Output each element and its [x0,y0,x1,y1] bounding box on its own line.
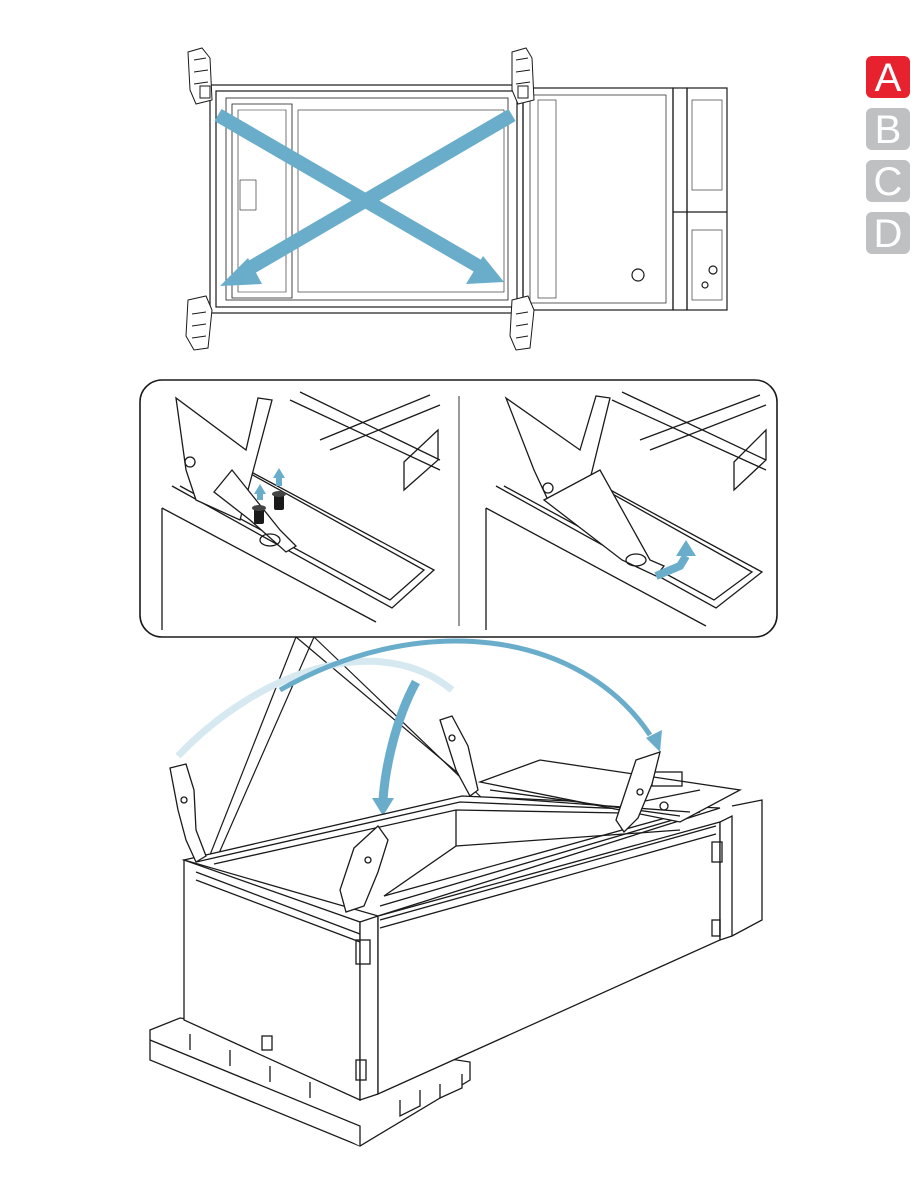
cabinet-isometric [150,716,762,1146]
section-tab-c-label: C [874,162,903,202]
diagonal-cross-arrows-icon [218,115,512,286]
corner-bracket-tr [512,48,534,104]
section-tab-a[interactable]: A [866,56,910,98]
section-tab-b[interactable]: B [866,108,910,150]
section-tab-d-label: D [874,214,903,254]
top-view-diagram [186,48,727,350]
lid-swing-light-arc [178,661,452,756]
corner-bracket-tl [188,48,212,104]
lifting-bracket-back [440,716,478,796]
section-tab-b-label: B [875,110,902,150]
corner-bracket-br [510,296,534,350]
detail-callout [140,380,777,637]
section-tab-d[interactable]: D [866,212,910,254]
section-tab-c[interactable]: C [866,160,910,202]
lifting-bracket-left [170,764,206,862]
corner-bracket-bl [186,296,212,350]
section-tab-a-label: A [875,58,902,98]
